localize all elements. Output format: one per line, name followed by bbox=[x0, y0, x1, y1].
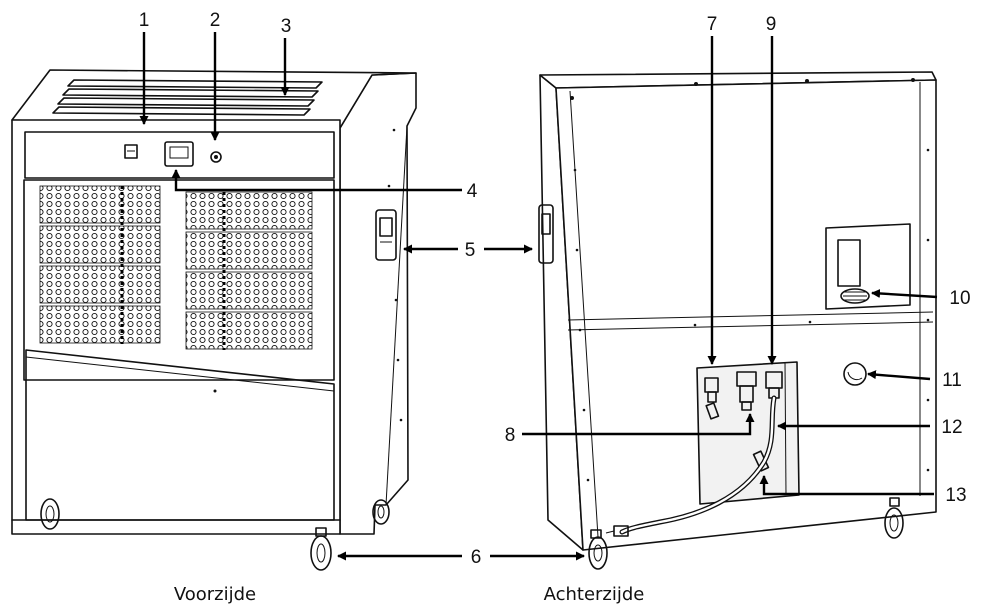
callout-2: 2 bbox=[210, 10, 221, 31]
back-unit bbox=[538, 71, 937, 570]
filter-compartment bbox=[825, 223, 911, 310]
callout-13: 13 bbox=[945, 485, 966, 506]
callout-3: 3 bbox=[281, 16, 292, 37]
caption-front: Voorzijde bbox=[174, 584, 256, 605]
front-perforated-grille bbox=[39, 185, 313, 350]
front-wheel-left-rear bbox=[40, 498, 60, 530]
caption-back: Achterzijde bbox=[544, 584, 645, 605]
callout-11: 11 bbox=[942, 370, 962, 391]
connector-8 bbox=[736, 371, 757, 411]
control-strip bbox=[24, 131, 335, 179]
round-port bbox=[843, 362, 867, 386]
callout-5: 5 bbox=[465, 240, 476, 261]
front-wheel-right-rear bbox=[372, 499, 390, 525]
front-wheel-front bbox=[310, 527, 332, 571]
callout-12: 12 bbox=[941, 417, 962, 438]
back-side-handle bbox=[538, 204, 554, 264]
front-grille-frame bbox=[23, 179, 335, 381]
front-unit bbox=[11, 69, 417, 571]
front-side-handle bbox=[375, 209, 397, 261]
callout-1: 1 bbox=[139, 10, 150, 31]
front-unit-side-panel bbox=[339, 72, 417, 535]
connector-7 bbox=[704, 377, 720, 420]
callout-6: 6 bbox=[471, 547, 482, 568]
power-switch bbox=[124, 144, 138, 159]
callout-9: 9 bbox=[766, 14, 777, 35]
callout-10: 10 bbox=[949, 288, 970, 309]
control-knob bbox=[210, 151, 222, 163]
hose-plug bbox=[605, 525, 629, 537]
back-wheel-left bbox=[588, 529, 608, 570]
top-grille bbox=[52, 79, 323, 116]
control-display bbox=[164, 141, 194, 167]
back-unit-rear-panel bbox=[555, 79, 937, 551]
callout-8: 8 bbox=[505, 425, 516, 446]
callout-labels: 1 2 3 4 5 6 7 8 9 10 11 12 13 bbox=[139, 10, 971, 568]
callout-lines bbox=[139, 32, 938, 561]
callout-4: 4 bbox=[467, 181, 478, 202]
back-wheel-right bbox=[884, 497, 904, 539]
callout-7: 7 bbox=[707, 14, 718, 35]
